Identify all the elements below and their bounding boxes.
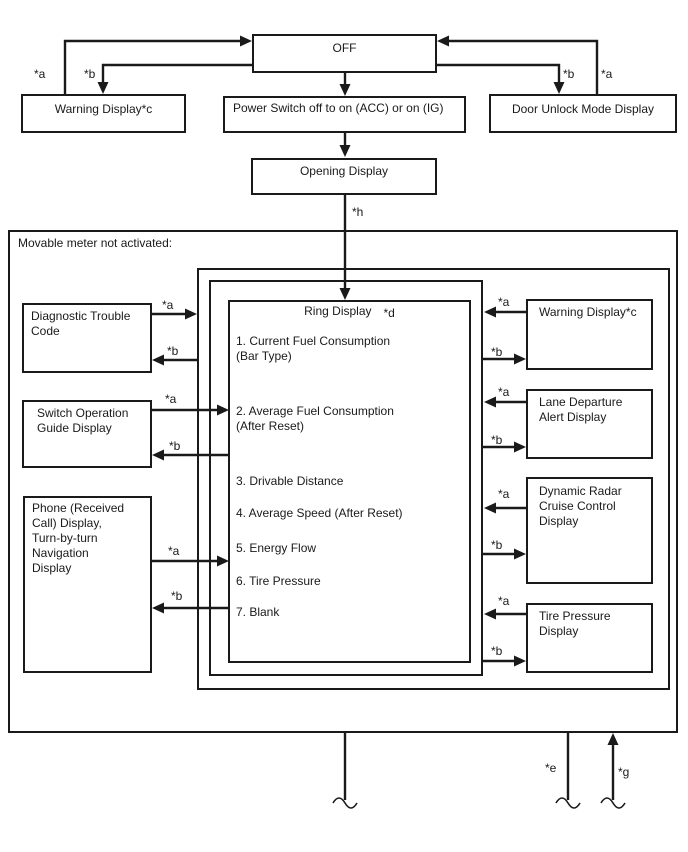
marker-a-dtc: *a <box>162 298 174 312</box>
marker-a-radar: *a <box>498 487 510 501</box>
marker-h-opening: *h <box>352 205 364 219</box>
marker-b-warning-right: *b <box>491 345 503 359</box>
marker-a-lane: *a <box>498 385 510 399</box>
radar-cruise-control-box: Dynamic Radar Cruise Control Display <box>526 477 653 584</box>
marker-g-bottom: *g <box>618 765 630 779</box>
ring-item-4: 4. Average Speed (After Reset) <box>236 506 403 520</box>
ring-item-5: 5. Energy Flow <box>236 541 317 555</box>
tire-pressure-display-box: Tire Pressure Display <box>526 603 653 673</box>
ring-display-box <box>228 300 471 663</box>
warning-display-box: Warning Display*c <box>526 299 653 370</box>
ring-display-title-text: Ring Display <box>304 304 372 318</box>
marker-b-phone: *b <box>171 589 183 603</box>
marker-a-switch: *a <box>165 392 177 406</box>
ring-item-1: 1. Current Fuel Consumption (Bar Type) <box>236 334 391 363</box>
lane-departure-alert-box: Lane Departure Alert Display <box>526 389 653 459</box>
marker-b-lane: *b <box>491 433 503 447</box>
ring-item-7: 7. Blank <box>236 605 280 619</box>
marker-a-warning-right: *a <box>498 295 510 309</box>
marker-e-bottom: *e <box>545 761 557 775</box>
marker-b-dtc: *b <box>167 344 179 358</box>
marker-b-door: *b <box>563 67 575 81</box>
power-switch-box: Power Switch off to on (ACC) or on (IG) <box>223 96 466 133</box>
section-label: Movable meter not activated: <box>18 236 173 250</box>
marker-a-door: *a <box>601 67 613 81</box>
ring-item-2: 2. Average Fuel Consumption (After Reset… <box>236 404 394 433</box>
door-unlock-mode-box: Door Unlock Mode Display <box>489 94 677 133</box>
marker-a-warning-top: *a <box>34 67 46 81</box>
movable-meter-frame <box>8 230 678 733</box>
opening-display-box: Opening Display <box>251 158 437 195</box>
ring-item-6: 6. Tire Pressure <box>236 574 321 588</box>
diagnostic-trouble-code-box: Diagnostic Trouble Code <box>22 303 152 373</box>
off-state-box: OFF <box>252 34 437 73</box>
arrow-off-to-door <box>437 63 565 94</box>
marker-a-phone: *a <box>168 544 180 558</box>
arrow-warning-to-off <box>63 35 252 94</box>
break-line-center <box>332 733 358 809</box>
marker-b-tire: *b <box>491 644 503 658</box>
arrow-off-to-power <box>339 73 351 96</box>
phone-navigation-display-box: Phone (Received Call) Display, Turn-by-t… <box>23 496 152 673</box>
break-line-e <box>555 733 581 809</box>
warning-display-top-box: Warning Display*c <box>21 94 186 133</box>
arrow-door-to-off <box>437 35 599 94</box>
marker-b-warning-top: *b <box>84 67 96 81</box>
marker-d: *d <box>383 306 395 320</box>
marker-b-radar: *b <box>491 538 503 552</box>
marker-a-tire: *a <box>498 594 510 608</box>
middle-frame <box>197 268 670 690</box>
ring-item-3: 3. Drivable Distance <box>236 474 344 488</box>
arrow-off-to-warning <box>97 63 252 94</box>
switch-operation-guide-box: Switch Operation Guide Display <box>22 400 152 468</box>
marker-b-switch: *b <box>169 439 181 453</box>
ring-display-title: Ring Display *d <box>228 304 471 320</box>
arrow-power-to-opening <box>339 133 351 157</box>
